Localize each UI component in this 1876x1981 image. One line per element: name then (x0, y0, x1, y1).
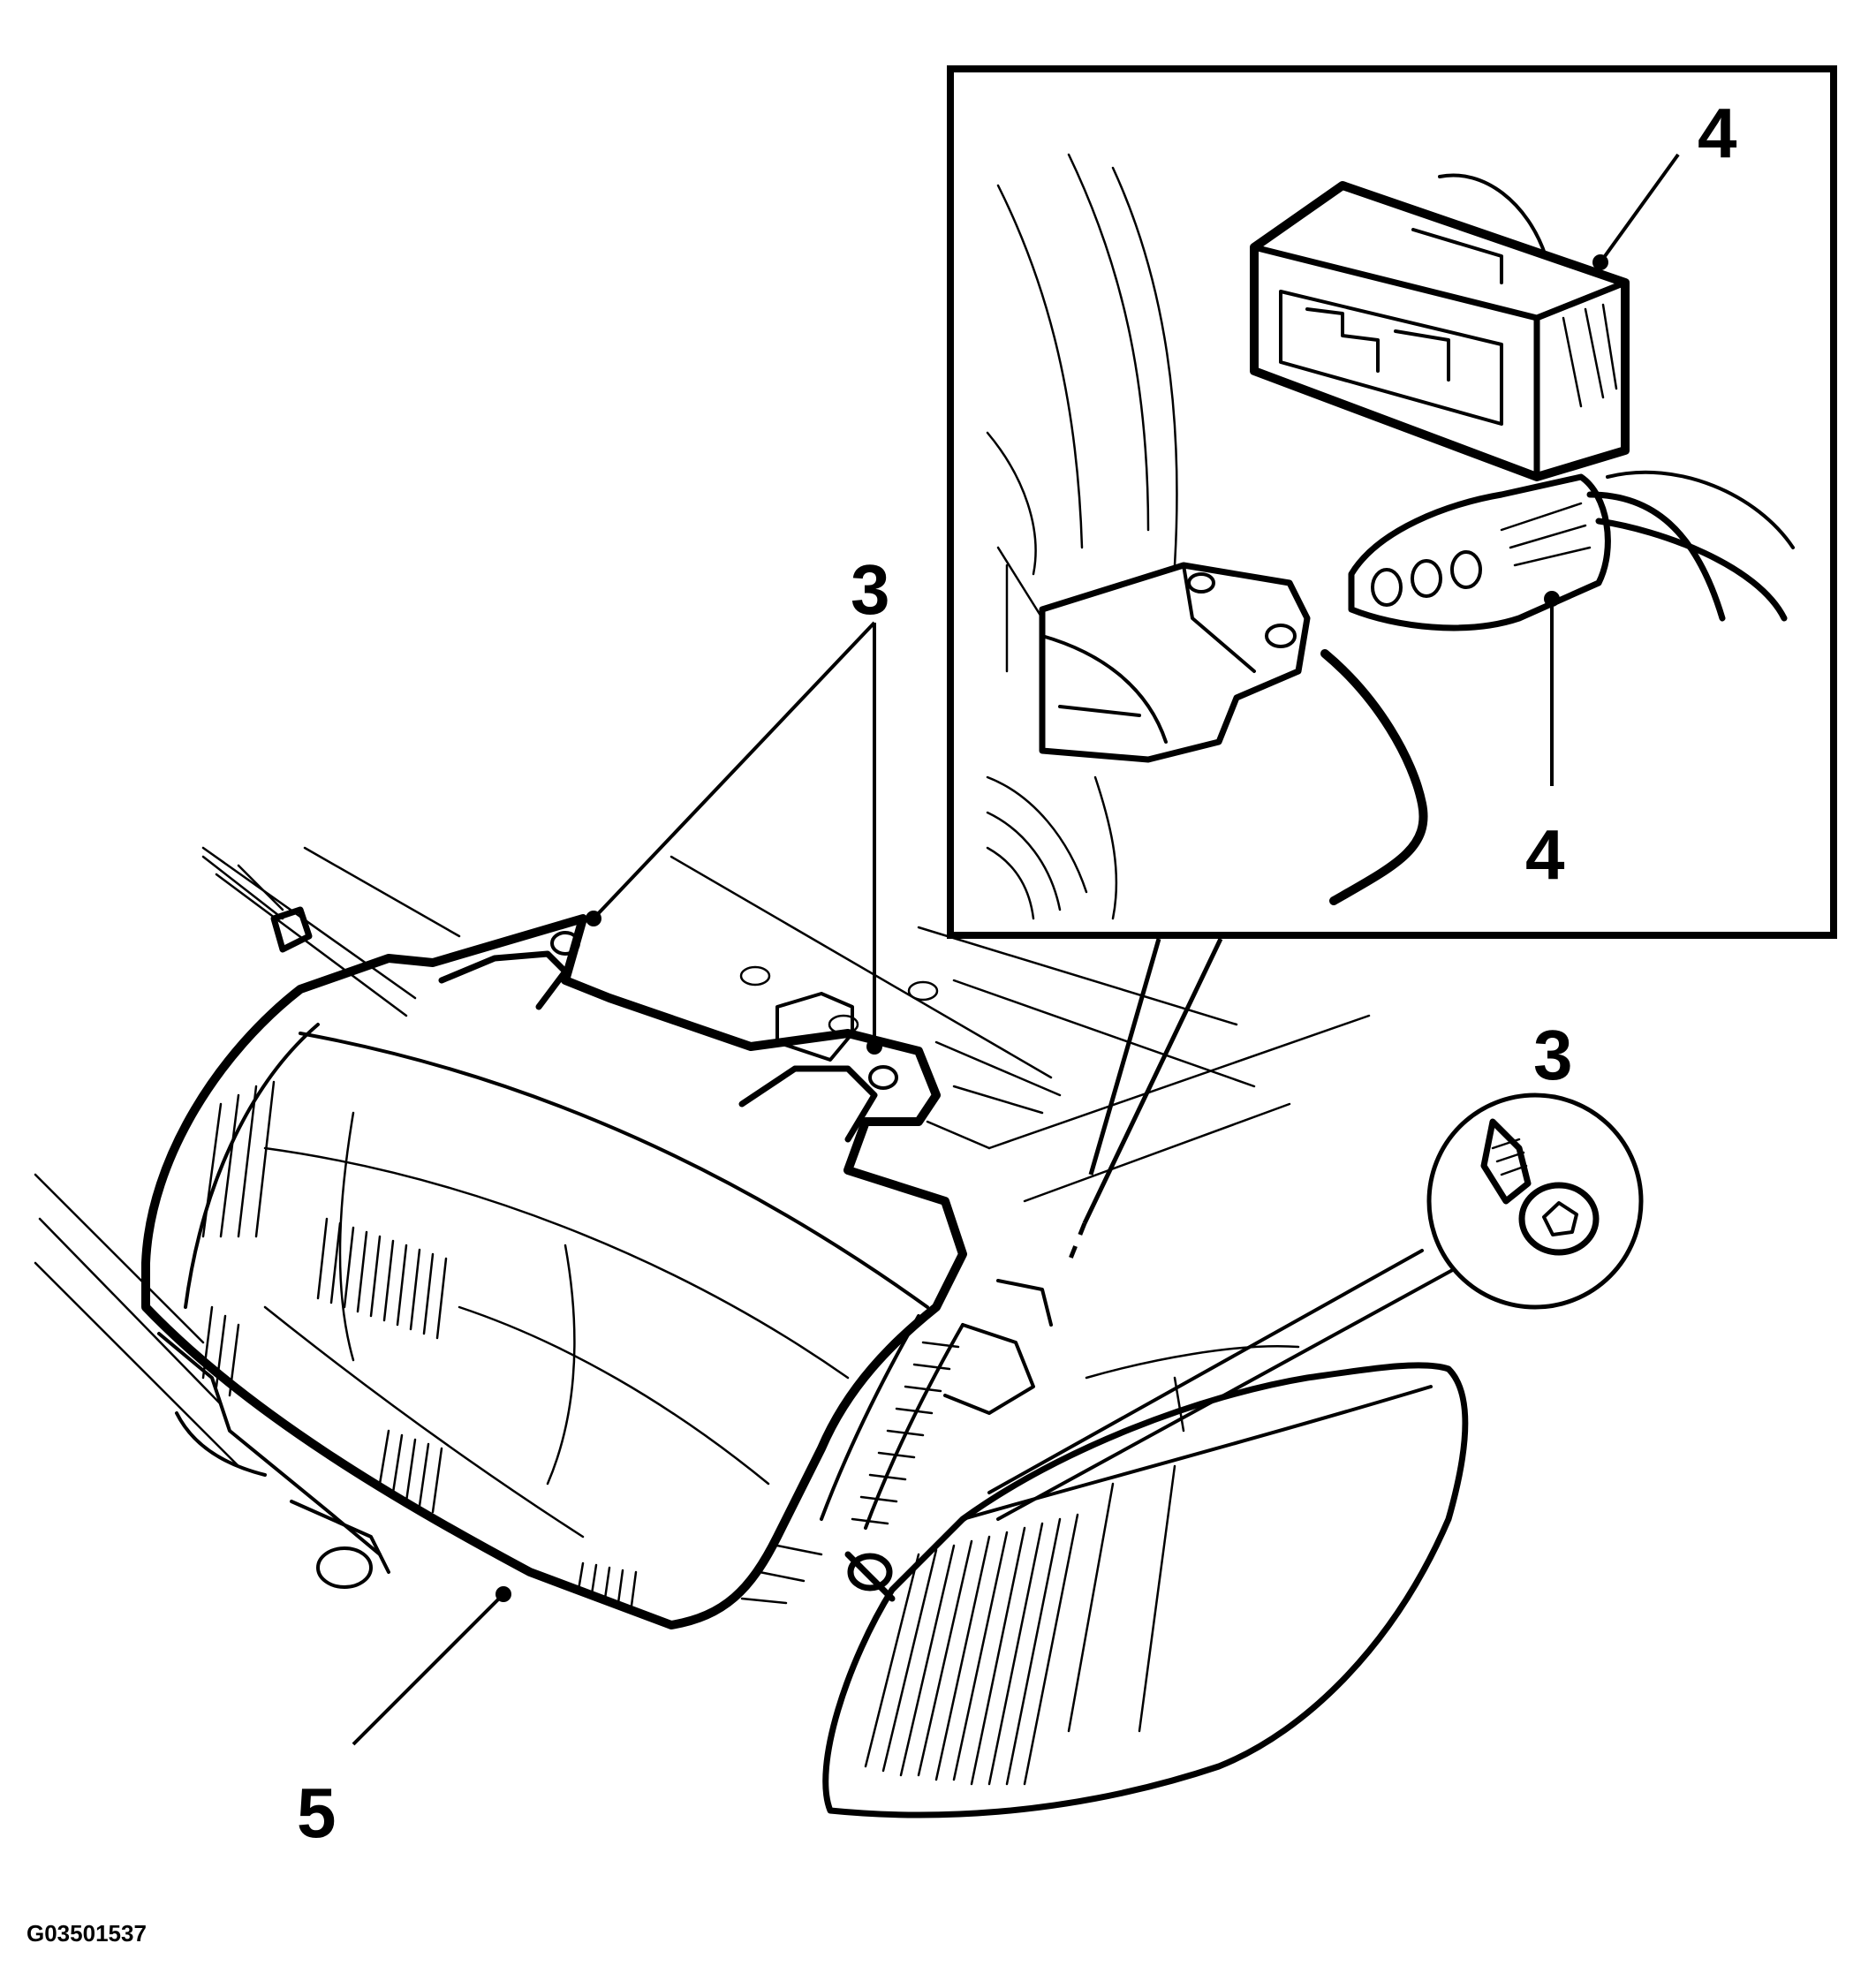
bolt-detail (987, 1093, 1644, 1521)
engine-bay-background (34, 846, 1371, 1468)
inset-wire (1320, 649, 1428, 905)
inset-frame (947, 65, 1837, 939)
corner-lamp-outline (822, 1362, 1469, 1818)
inset-headlamp-housing (996, 546, 1311, 763)
headlamp-outline (141, 914, 967, 1629)
inset-plug-lower (1348, 473, 1611, 631)
lamp-side-hatching (740, 1314, 964, 1605)
leader-3-left (592, 621, 876, 920)
inset-cable-bundle (1586, 470, 1795, 622)
callout-4-bottom: 4 (1525, 815, 1565, 894)
bolt-detail-head (1518, 1182, 1600, 1256)
main-callouts: 3 3 5 (297, 550, 1573, 1852)
callout-5-headlamp: 5 (297, 1773, 337, 1852)
figure-id: G03501537 (26, 1920, 147, 1947)
callout-3-bolts: 3 (851, 550, 890, 629)
leader-5 (352, 1592, 505, 1746)
inset-fender-lines (986, 153, 1178, 920)
inset-connector-block (1250, 173, 1630, 481)
bolt-detail-circle (1426, 1093, 1644, 1310)
connector-inset: 4 4 (947, 65, 1837, 939)
lens-hatching (201, 1080, 638, 1607)
inset-leader-bottom-dot (1544, 591, 1560, 607)
callout-3-detail: 3 (1533, 1016, 1573, 1094)
inset-leader-top (1599, 153, 1680, 264)
bolt-head-middle (868, 1065, 898, 1090)
bolt-head-left (550, 931, 580, 956)
inset-pointer (1066, 937, 1223, 1264)
corner-lamp (822, 1344, 1469, 1818)
headlamp-unit (141, 855, 1053, 1629)
corner-lamp-hatching (864, 1513, 1079, 1786)
callout-4-top: 4 (1698, 94, 1737, 172)
inset-leader-top-dot (1592, 254, 1608, 270)
bolt-head-lower (847, 1553, 893, 1592)
